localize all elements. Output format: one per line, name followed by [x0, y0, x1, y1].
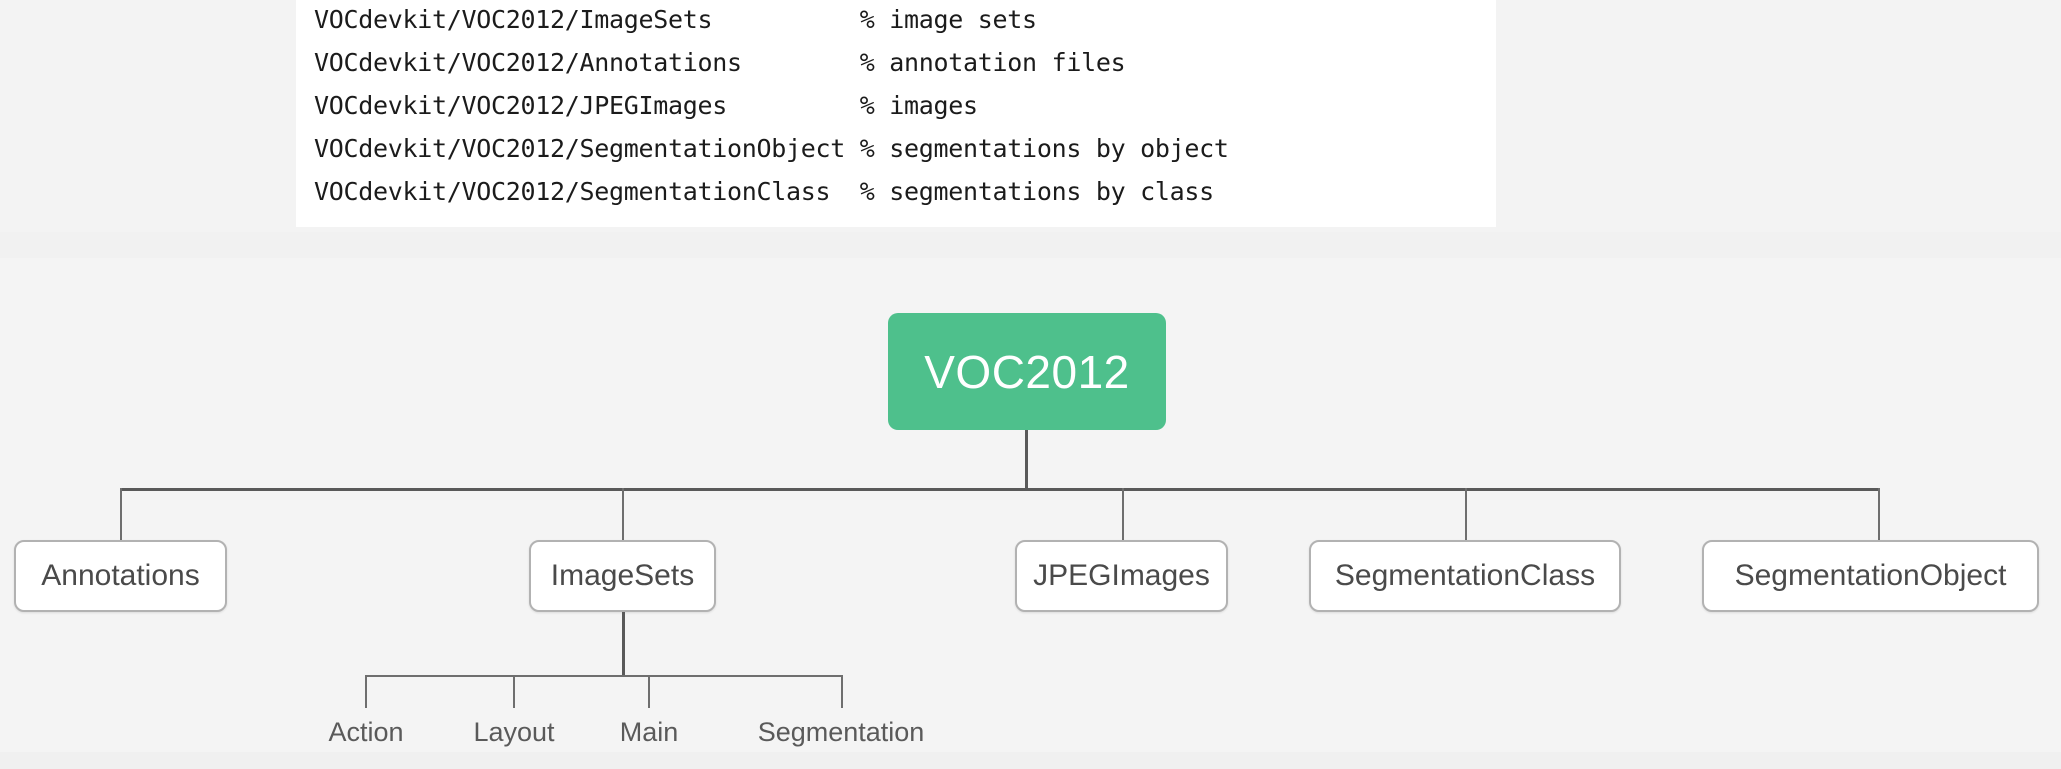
tree-subnode-main[interactable]: Main: [568, 717, 730, 748]
tree-subnode-label: Layout: [473, 717, 555, 747]
connector-drop-segmentationobject: [1878, 488, 1880, 540]
tree-subnode-label: Segmentation: [757, 717, 925, 747]
connector-imagesets-stem: [622, 612, 625, 676]
connector-drop-main: [648, 675, 650, 708]
connector-root-stem: [1025, 430, 1028, 490]
tree-node-jpegimages[interactable]: JPEGImages: [1015, 540, 1228, 612]
code-block: VOCdevkit/VOC2012/ImageSets % image sets…: [296, 0, 1496, 227]
tree-subnode-layout[interactable]: Layout: [433, 717, 595, 748]
tree-node-label: SegmentationClass: [1334, 559, 1596, 592]
connector-drop-action: [365, 675, 367, 708]
tree-subnode-action[interactable]: Action: [285, 717, 447, 748]
code-line: VOCdevkit/VOC2012/SegmentationClass % se…: [314, 177, 1214, 206]
tree-node-imagesets[interactable]: ImageSets: [529, 540, 716, 612]
bottom-divider: [0, 752, 2061, 769]
connector-imagesets-bus: [365, 675, 843, 677]
connector-drop-segmentation: [841, 675, 843, 708]
tree-subnode-label: Main: [619, 717, 679, 747]
directory-tree-diagram: VOC2012 Annotations ImageSets JPEGImages…: [0, 258, 2061, 769]
tree-node-label: JPEGImages: [1033, 559, 1210, 592]
connector-main-bus: [120, 488, 1880, 491]
connector-drop-segmentationclass: [1465, 488, 1467, 540]
tree-node-segmentationclass[interactable]: SegmentationClass: [1309, 540, 1621, 612]
tree-subnode-segmentation[interactable]: Segmentation: [735, 717, 947, 748]
tree-node-label: ImageSets: [550, 559, 695, 592]
tree-subnode-label: Action: [328, 717, 404, 747]
tree-node-annotations[interactable]: Annotations: [14, 540, 227, 612]
tree-node-voc2012[interactable]: VOC2012: [888, 313, 1166, 430]
tree-node-label: SegmentationObject: [1734, 559, 2007, 592]
code-line: VOCdevkit/VOC2012/JPEGImages % images: [314, 91, 978, 120]
code-line: VOCdevkit/VOC2012/Annotations % annotati…: [314, 48, 1126, 77]
connector-drop-imagesets: [622, 488, 624, 540]
connector-drop-annotations: [120, 488, 122, 540]
connector-drop-layout: [513, 675, 515, 708]
tree-node-label: Annotations: [41, 559, 200, 592]
tree-node-segmentationobject[interactable]: SegmentationObject: [1702, 540, 2039, 612]
tree-node-label: VOC2012: [924, 345, 1130, 398]
code-line: VOCdevkit/VOC2012/SegmentationObject % s…: [314, 134, 1229, 163]
connector-drop-jpegimages: [1122, 488, 1124, 540]
code-line: VOCdevkit/VOC2012/ImageSets % image sets: [314, 5, 1037, 34]
